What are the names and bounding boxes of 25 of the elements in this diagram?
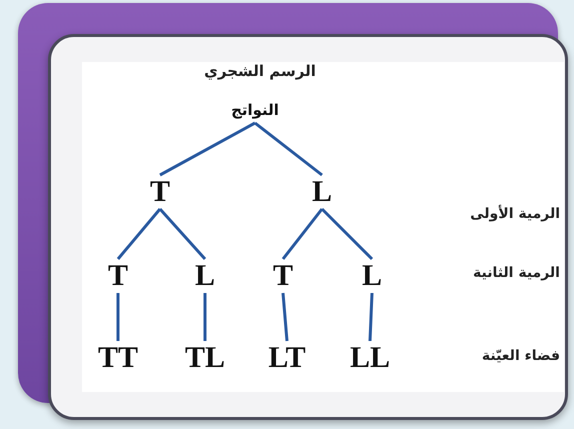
tree-branch — [368, 292, 374, 342]
outcome-label: T — [140, 175, 180, 209]
tree-branch — [159, 122, 256, 176]
tree-branch — [282, 292, 288, 342]
root-label: النواتج — [215, 97, 295, 123]
outcome-label: L — [352, 259, 392, 293]
outcome-label: LL — [338, 341, 402, 375]
row-label: الرمية الثانية — [472, 265, 560, 281]
diagram-title: الرسم الشجري — [203, 62, 317, 80]
outcome-label: L — [185, 259, 225, 293]
tree-branch — [320, 208, 374, 260]
tree-branch — [158, 208, 206, 260]
row-label: فضاء العيّنة — [480, 348, 560, 364]
tree-branch — [204, 293, 206, 341]
tree-branch — [116, 208, 162, 260]
outcome-label: T — [98, 259, 138, 293]
outcome-label: LT — [255, 341, 319, 375]
outcome-label: TT — [86, 341, 150, 375]
tree-branch — [282, 208, 324, 260]
row-label: الرمية الأولى — [469, 206, 560, 222]
tree-branch — [116, 293, 120, 341]
outcome-label: T — [263, 259, 303, 293]
tree-branch — [254, 122, 323, 176]
outcome-label: L — [302, 175, 342, 209]
outcome-label: TL — [173, 341, 237, 375]
